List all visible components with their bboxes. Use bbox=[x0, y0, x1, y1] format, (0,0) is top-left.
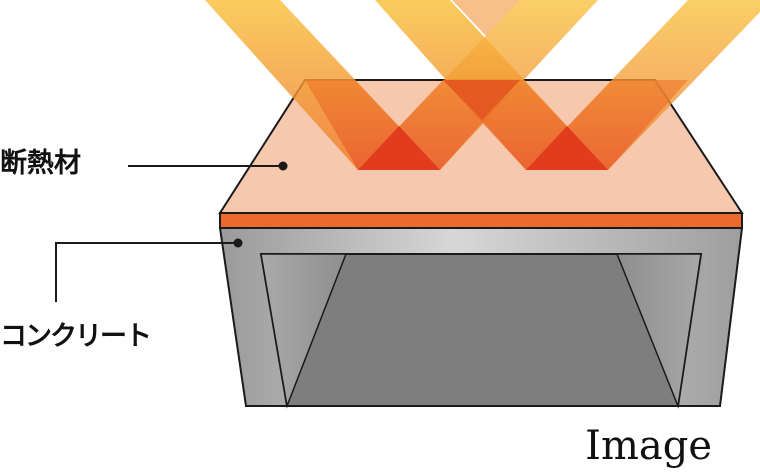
reflection-point-2 bbox=[526, 126, 608, 170]
concrete-inner-left-wall bbox=[260, 253, 348, 409]
ray-crossing-upper bbox=[452, 0, 520, 36]
reflection-point-1 bbox=[358, 126, 440, 170]
concrete-label: コンクリート bbox=[0, 321, 152, 352]
insulation-edge-strip bbox=[219, 212, 743, 229]
insulation-label: 断熱材 bbox=[0, 148, 81, 179]
insulation-pointer-dot bbox=[278, 161, 288, 171]
leader-lines bbox=[55, 161, 288, 302]
concrete-inner-right-wall bbox=[615, 253, 702, 409]
concrete-leader-line bbox=[55, 242, 238, 302]
sunlight-rays bbox=[205, 0, 760, 170]
image-caption: Image bbox=[585, 423, 712, 469]
ray-crossing bbox=[443, 80, 520, 120]
concrete-block bbox=[218, 227, 744, 409]
